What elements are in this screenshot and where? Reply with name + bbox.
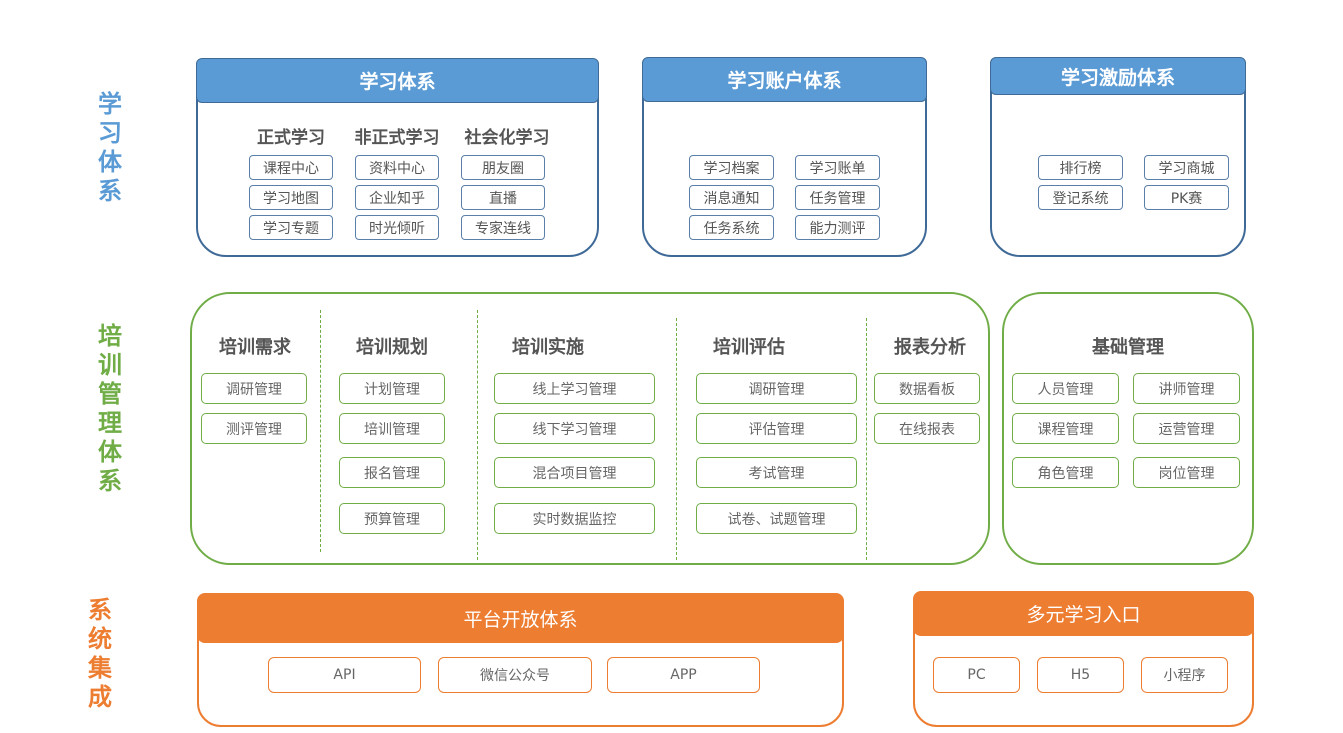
training-col-planning-heading: 培训规划 <box>356 337 428 358</box>
base-item[interactable]: 运营管理 <box>1133 413 1240 444</box>
account-item[interactable]: 学习账单 <box>795 155 880 180</box>
learning-col-formal-heading: 正式学习 <box>257 128 325 148</box>
base-item[interactable]: 岗位管理 <box>1133 457 1240 488</box>
multi-entry-item[interactable]: H5 <box>1037 657 1124 693</box>
training-item[interactable]: 实时数据监控 <box>494 503 655 534</box>
side-label-training: 培训管理体系 <box>90 322 130 496</box>
side-label-training-text: 培训管理体系 <box>98 322 122 495</box>
column-divider <box>477 310 478 560</box>
training-col-evaluation-heading: 培训评估 <box>713 337 785 358</box>
account-item[interactable]: 学习档案 <box>689 155 774 180</box>
training-item[interactable]: 报名管理 <box>339 457 445 488</box>
account-item[interactable]: 任务管理 <box>795 185 880 210</box>
training-item[interactable]: 混合项目管理 <box>494 457 655 488</box>
training-item[interactable]: 数据看板 <box>874 373 980 404</box>
learning-item[interactable]: 时光倾听 <box>355 215 439 240</box>
training-item[interactable]: 试卷、试题管理 <box>696 503 857 534</box>
training-col-implementation-heading: 培训实施 <box>512 337 584 358</box>
column-divider <box>320 310 321 552</box>
multi-entry-item[interactable]: PC <box>933 657 1020 693</box>
account-item[interactable]: 能力测评 <box>795 215 880 240</box>
open-platform-header: 平台开放体系 <box>197 593 844 643</box>
learning-item[interactable]: 专家连线 <box>461 215 545 240</box>
learning-item[interactable]: 朋友圈 <box>461 155 545 180</box>
side-label-learning-text: 学习体系 <box>98 90 122 205</box>
learning-item[interactable]: 资料中心 <box>355 155 439 180</box>
incentive-item[interactable]: PK赛 <box>1144 185 1229 210</box>
column-divider <box>676 318 677 560</box>
training-col-report-heading: 报表分析 <box>894 337 966 358</box>
training-item[interactable]: 测评管理 <box>201 413 307 444</box>
side-label-integration-text: 系统集成 <box>88 596 112 711</box>
multi-entry-item[interactable]: 小程序 <box>1141 657 1228 693</box>
incentive-item[interactable]: 登记系统 <box>1038 185 1123 210</box>
base-item[interactable]: 角色管理 <box>1012 457 1119 488</box>
training-item[interactable]: 计划管理 <box>339 373 445 404</box>
open-platform-item[interactable]: APP <box>607 657 760 693</box>
base-item[interactable]: 课程管理 <box>1012 413 1119 444</box>
training-item[interactable]: 考试管理 <box>696 457 857 488</box>
training-item[interactable]: 评估管理 <box>696 413 857 444</box>
base-item[interactable]: 讲师管理 <box>1133 373 1240 404</box>
learning-item[interactable]: 企业知乎 <box>355 185 439 210</box>
training-item[interactable]: 线上学习管理 <box>494 373 655 404</box>
learning-col-informal-heading: 非正式学习 <box>354 128 440 148</box>
base-item[interactable]: 人员管理 <box>1012 373 1119 404</box>
account-item[interactable]: 消息通知 <box>689 185 774 210</box>
column-divider <box>866 318 867 560</box>
base-management-heading: 基础管理 <box>1092 337 1164 358</box>
multi-entry-header: 多元学习入口 <box>913 591 1254 636</box>
training-item[interactable]: 线下学习管理 <box>494 413 655 444</box>
open-platform-item[interactable]: 微信公众号 <box>438 657 592 693</box>
training-item[interactable]: 调研管理 <box>696 373 857 404</box>
learning-item[interactable]: 学习专题 <box>249 215 333 240</box>
account-system-header: 学习账户体系 <box>642 57 927 102</box>
incentive-item[interactable]: 排行榜 <box>1038 155 1123 180</box>
side-label-learning: 学习体系 <box>90 90 130 206</box>
side-label-integration: 系统集成 <box>80 596 120 712</box>
learning-item[interactable]: 直播 <box>461 185 545 210</box>
open-platform-item[interactable]: API <box>268 657 421 693</box>
incentive-system-header: 学习激励体系 <box>990 57 1246 95</box>
learning-item[interactable]: 课程中心 <box>249 155 333 180</box>
training-item[interactable]: 调研管理 <box>201 373 307 404</box>
training-item[interactable]: 培训管理 <box>339 413 445 444</box>
account-item[interactable]: 任务系统 <box>689 215 774 240</box>
learning-item[interactable]: 学习地图 <box>249 185 333 210</box>
training-item[interactable]: 在线报表 <box>874 413 980 444</box>
learning-system-header: 学习体系 <box>196 58 599 103</box>
incentive-item[interactable]: 学习商城 <box>1144 155 1229 180</box>
learning-col-social-heading: 社会化学习 <box>464 128 550 148</box>
training-item[interactable]: 预算管理 <box>339 503 445 534</box>
training-col-needs-heading: 培训需求 <box>219 337 291 358</box>
